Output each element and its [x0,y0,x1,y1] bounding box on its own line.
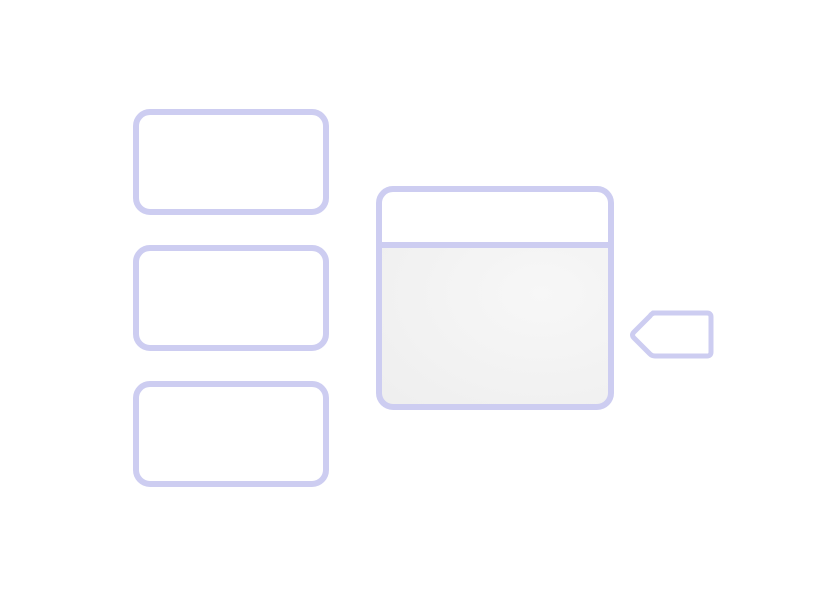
card-placeholder-3 [133,381,329,487]
card-placeholder-2 [133,245,329,351]
window-frame [376,186,614,410]
tag-icon [630,310,714,359]
window-body [379,245,611,407]
window-icon [376,186,614,410]
card-placeholder-1 [133,109,329,215]
